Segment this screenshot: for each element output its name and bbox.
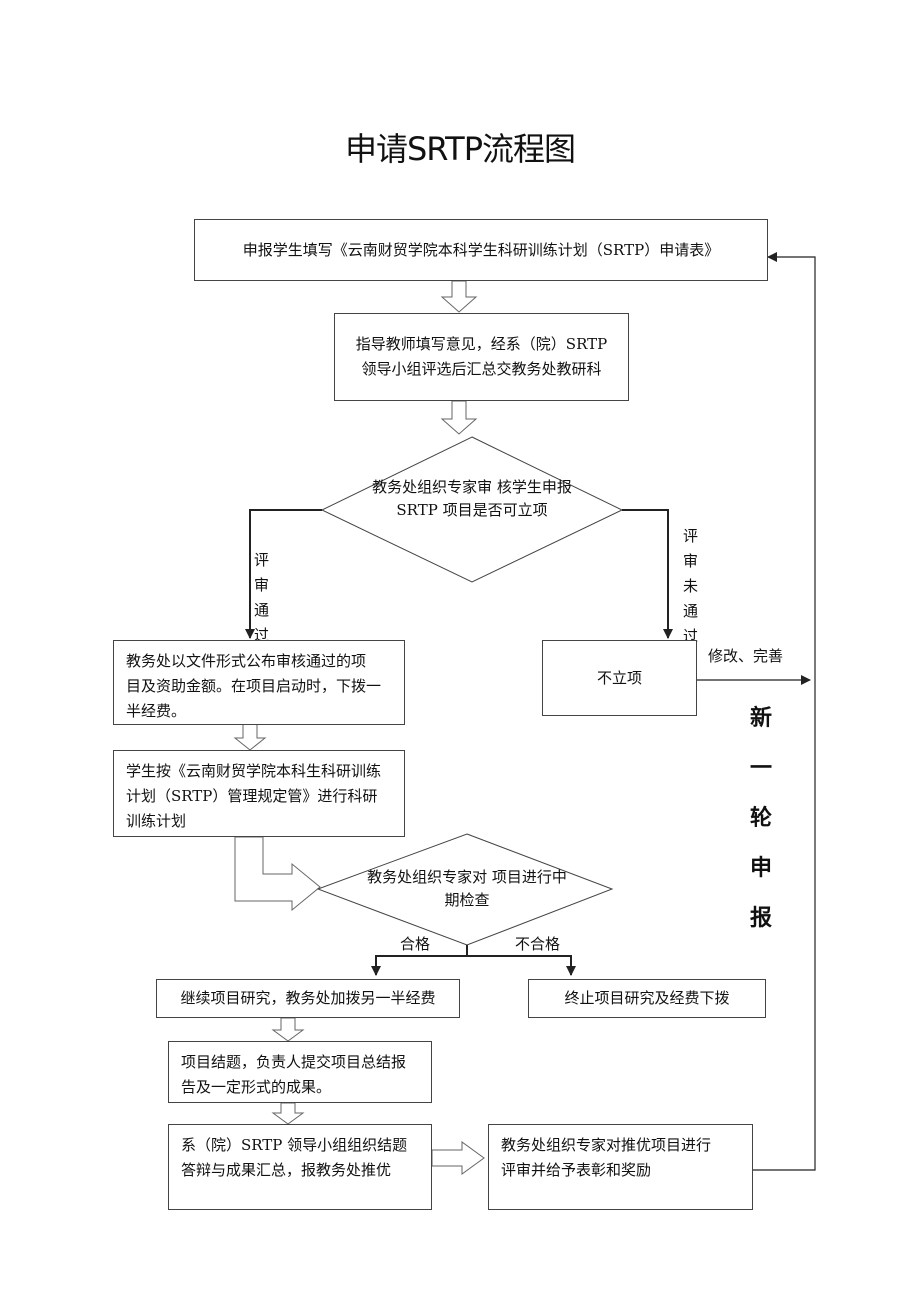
step-teacher-opinion-line2: 领导小组评选后汇总交教务处教研科 [361, 360, 602, 378]
step-award-line2: 评审并给予表彰和奖励 [501, 1161, 652, 1179]
diamond-midterm-line1: 教务处组织专家对 [367, 868, 488, 886]
hollow-bent-arrow [234, 836, 321, 912]
hollow-arrow-right [431, 1141, 485, 1175]
label-new-round: 新 一 轮 申 报 [750, 700, 780, 950]
label-new-round-char: 报 [750, 906, 773, 931]
label-pass: 评 审 通 过 [254, 548, 270, 648]
step-completion: 项目结题，负责人提交项目总结报 告及一定形式的成果。 [168, 1041, 432, 1103]
step-award-line1: 教务处组织专家对推优项目进行 [501, 1136, 712, 1154]
label-new-round-char: 申 [750, 856, 773, 881]
step-apply-form: 申报学生填写《云南财贸学院本科学生科研训练计划（SRTP）申请表》 [194, 219, 768, 281]
label-pass-char: 评 [254, 551, 270, 569]
diamond-review [320, 436, 624, 583]
arrow-pass [245, 509, 322, 639]
arrow-qualified [371, 945, 468, 976]
label-pass-char: 过 [254, 626, 270, 644]
step-continue: 继续项目研究，教务处加拨另一半经费 [156, 979, 460, 1018]
label-pass-char: 审 [254, 576, 270, 594]
arrow-fail [622, 509, 673, 639]
step-completion-line1: 项目结题，负责人提交项目总结报 [181, 1053, 407, 1071]
hollow-arrow-4 [271, 1017, 305, 1042]
step-conduct-line1: 学生按《云南财贸学院本科生科研训练 [126, 762, 382, 780]
diamond-midterm-text: 教务处组织专家对 项目进行中期检查 [367, 866, 567, 912]
label-fail-char: 评 [683, 527, 699, 545]
label-qualified: 合格 [400, 935, 431, 953]
label-fail: 评 审 未 通 过 [683, 524, 699, 649]
label-fail-char: 审 [683, 552, 699, 570]
step-teacher-opinion-line1: 指导教师填写意见，经系（院）SRTP [355, 335, 608, 353]
step-defense-line1: 系（院）SRTP 领导小组组织结题 [181, 1136, 408, 1154]
arrow-unqualified [467, 955, 576, 976]
page-title: 申请SRTP流程图 [344, 130, 576, 168]
step-publish-line1: 教务处以文件形式公布审核通过的项 [126, 652, 367, 670]
hollow-arrow-5 [271, 1102, 305, 1125]
label-new-round-char: 新 [750, 706, 773, 731]
diamond-review-line2: 核学生申报 SRTP [396, 478, 572, 519]
step-continue-text: 继续项目研究，教务处加拨另一半经费 [180, 989, 436, 1007]
diamond-review-line3: 项目是否可立项 [442, 501, 548, 519]
step-apply-form-text: 申报学生填写《云南财贸学院本科学生科研训练计划（SRTP）申请表》 [242, 240, 720, 259]
step-conduct-line2: 计划（SRTP）管理规定管》进行科研 [126, 787, 378, 805]
step-publish: 教务处以文件形式公布审核通过的项 目及资助金额。在项目启动时，下拨一 半经费。 [113, 640, 405, 725]
step-terminate-text: 终止项目研究及经费下拨 [564, 989, 730, 1007]
step-publish-line3: 半经费。 [126, 702, 187, 720]
step-conduct-line3: 训练计划 [126, 812, 187, 830]
label-modify: 修改、完善 [708, 647, 784, 665]
step-terminate: 终止项目研究及经费下拨 [528, 979, 766, 1018]
arrow-new-round [753, 252, 816, 1171]
step-award: 教务处组织专家对推优项目进行 评审并给予表彰和奖励 [488, 1124, 753, 1210]
diamond-midterm-line2: 项目进行中期检查 [444, 868, 567, 909]
label-fail-char: 通 [683, 602, 699, 620]
step-defense: 系（院）SRTP 领导小组组织结题 答辩与成果汇总，报教务处推优 [168, 1124, 432, 1210]
step-not-approved-text: 不立项 [596, 668, 642, 687]
hollow-arrow-3 [233, 723, 267, 751]
step-defense-line2: 答辩与成果汇总，报教务处推优 [181, 1161, 392, 1179]
label-new-round-char: 轮 [750, 806, 773, 831]
label-new-round-char: 一 [750, 756, 773, 781]
label-fail-char: 未 [683, 577, 699, 595]
step-completion-line2: 告及一定形式的成果。 [181, 1078, 332, 1096]
step-teacher-opinion: 指导教师填写意见，经系（院）SRTP 领导小组评选后汇总交教务处教研科 [334, 313, 629, 401]
hollow-arrow-2 [440, 400, 478, 435]
step-publish-line2: 目及资助金额。在项目启动时，下拨一 [126, 677, 382, 695]
hollow-arrow-1 [440, 280, 478, 313]
step-conduct: 学生按《云南财贸学院本科生科研训练 计划（SRTP）管理规定管》进行科研 训练计… [113, 750, 405, 837]
label-pass-char: 通 [254, 601, 270, 619]
step-not-approved: 不立项 [542, 640, 697, 716]
diamond-review-text: 教务处组织专家审 核学生申报 SRTP 项目是否可立项 [372, 476, 572, 522]
diamond-review-line1: 教务处组织专家审 [372, 478, 493, 496]
label-unqualified: 不合格 [515, 935, 561, 953]
